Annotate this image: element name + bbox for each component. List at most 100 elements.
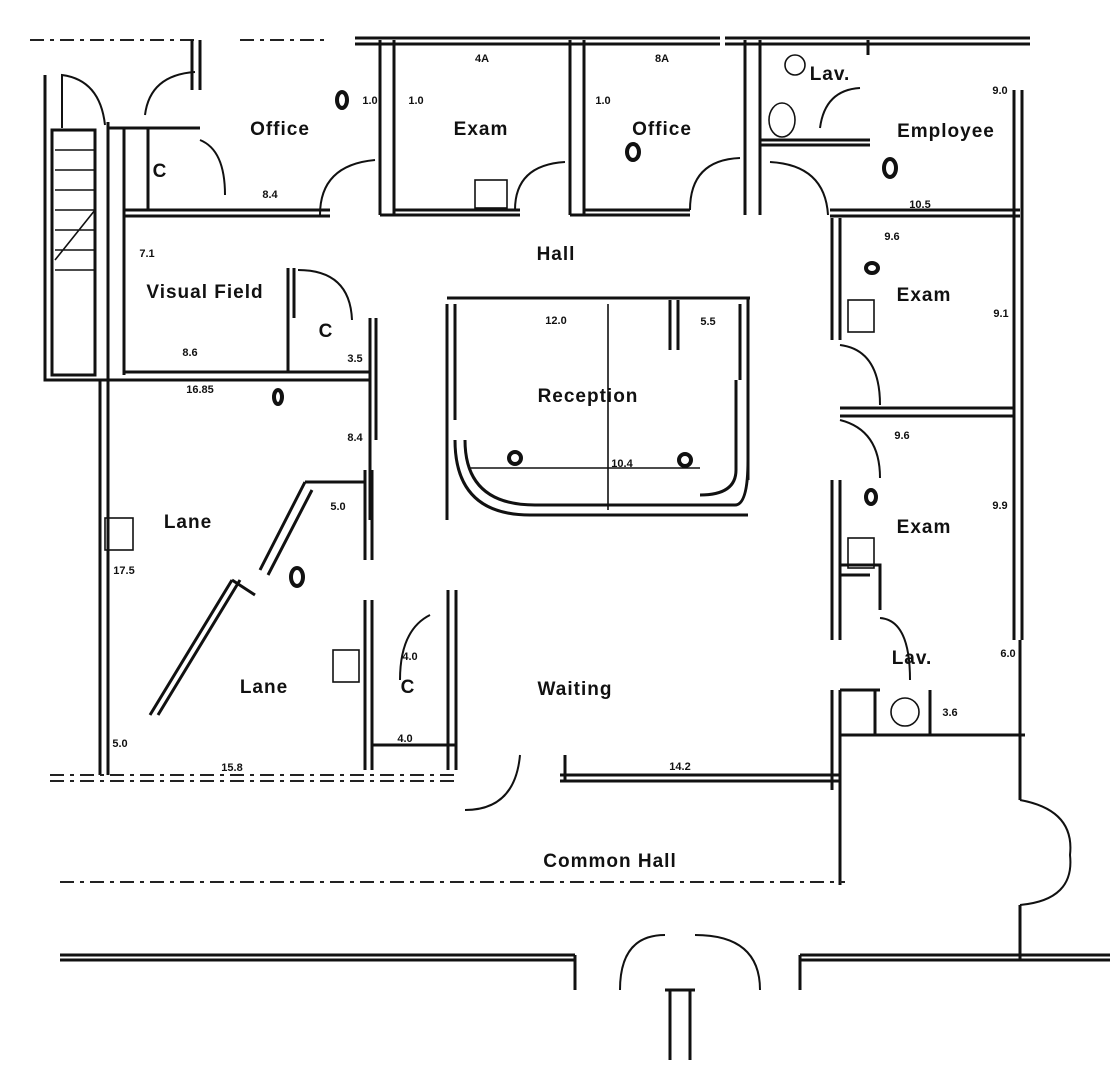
dim: 9.9 xyxy=(992,500,1007,512)
label-common-hall: Common Hall xyxy=(543,851,676,872)
door-swing-common-hall[interactable] xyxy=(1019,799,1072,906)
equipment-exam-top xyxy=(474,179,508,209)
door-swing-lav-lower[interactable] xyxy=(879,617,911,681)
dim: 14.2 xyxy=(669,761,690,773)
dim: 5.0 xyxy=(330,501,345,513)
label-lav-lower: Lav. xyxy=(892,648,933,669)
marker-employee xyxy=(882,157,898,179)
dim: 15.8 xyxy=(221,762,242,774)
equipment-lane-upper xyxy=(104,517,134,551)
corridor-lower-wall xyxy=(60,953,1110,990)
door-swing-closet-lower[interactable] xyxy=(399,614,431,681)
marker-office-right xyxy=(625,142,641,162)
exam-top-walls xyxy=(378,40,520,217)
dim: 10.4 xyxy=(611,458,633,470)
office-left-walls xyxy=(106,122,200,380)
dim: 1.0 xyxy=(408,95,423,107)
lav-lower-walls xyxy=(840,640,1025,745)
wall-stub-top xyxy=(190,40,202,90)
dim: 8.6 xyxy=(182,347,197,359)
lane-angled-wall xyxy=(148,578,256,716)
chair-reception-right xyxy=(677,452,693,468)
door-swing-entrance[interactable] xyxy=(619,934,761,991)
sink-top xyxy=(784,54,806,76)
marker-exam-upper xyxy=(864,261,880,275)
label-closet-mid: C xyxy=(319,321,334,342)
dim: 16.85 xyxy=(186,384,214,396)
dim: 1.0 xyxy=(362,95,377,107)
dim: 3.6 xyxy=(942,707,957,719)
label-office-right: Office xyxy=(632,119,692,140)
dim: 4.0 xyxy=(402,651,417,663)
equipment-exam-lower xyxy=(847,537,875,569)
marker-office xyxy=(335,90,349,110)
dim: 17.5 xyxy=(113,565,134,577)
door-swing-employee[interactable] xyxy=(769,161,829,216)
dim: 9.6 xyxy=(894,430,909,442)
dim: 3.5 xyxy=(347,353,362,365)
dim: 8.4 xyxy=(262,189,278,201)
equipment-lane-lower xyxy=(332,649,360,683)
label-exam-right-lower: Exam xyxy=(897,517,952,538)
entrance-mullion xyxy=(665,988,695,1060)
lane-left-wall xyxy=(98,380,110,775)
dim: 12.0 xyxy=(545,315,566,327)
equipment-exam-upper xyxy=(847,299,875,333)
door-swing-exam[interactable] xyxy=(514,161,566,211)
door-swing-lav[interactable] xyxy=(819,87,861,129)
door-swing-exam-upper[interactable] xyxy=(839,344,881,406)
label-hall: Hall xyxy=(537,244,576,265)
dim: 1.0 xyxy=(595,95,610,107)
reception-stub xyxy=(668,300,680,350)
reception-counter xyxy=(453,380,750,517)
office-right-walls xyxy=(568,40,690,217)
doors xyxy=(61,71,1072,991)
employee-right-walls xyxy=(830,90,1024,640)
door-swing-entry[interactable] xyxy=(144,71,196,116)
door-swing-stair[interactable] xyxy=(61,73,106,128)
chair-reception-left xyxy=(507,450,523,466)
marker-exam-lower xyxy=(864,488,878,506)
label-closet-left: C xyxy=(153,161,168,182)
door-swing-exam-lower[interactable] xyxy=(839,419,881,479)
label-lane-lower: Lane xyxy=(240,677,288,698)
label-office-left: Office xyxy=(250,119,310,140)
dimension-labels: 4A 8A 1.0 1.0 1.0 9.0 8.4 10.5 9.6 7.1 1… xyxy=(112,53,1015,774)
fixtures xyxy=(104,54,920,727)
dim: 10.5 xyxy=(909,199,930,211)
dim: 9.6 xyxy=(884,231,899,243)
dim: 4.0 xyxy=(397,733,412,745)
lane-bottom-wall xyxy=(50,774,460,782)
walls xyxy=(30,36,1110,1060)
lane-divider xyxy=(258,470,374,576)
closet-lower-walls xyxy=(363,590,458,770)
toilet-top xyxy=(768,102,796,138)
dim: 9.1 xyxy=(993,308,1008,320)
label-lav-top: Lav. xyxy=(810,64,851,85)
exam-lower-stub xyxy=(840,563,882,610)
label-employee: Employee xyxy=(897,121,995,142)
label-exam-right-upper: Exam xyxy=(897,285,952,306)
top-wall-right xyxy=(725,36,1030,46)
label-lane-upper: Lane xyxy=(164,512,212,533)
reception-partition xyxy=(470,304,700,510)
reception-walls xyxy=(445,296,750,520)
label-exam-top: Exam xyxy=(454,119,509,140)
top-wall-center xyxy=(355,36,720,46)
door-swing-closet[interactable] xyxy=(199,139,226,196)
office-hall-wall xyxy=(124,208,330,218)
room-labels: Office Exam Office Lav. Employee Hall Vi… xyxy=(146,64,995,872)
dim: 5.0 xyxy=(112,738,127,750)
dim: 5.5 xyxy=(700,316,715,328)
label-reception: Reception xyxy=(538,386,639,407)
door-swing-waiting[interactable] xyxy=(464,754,521,811)
dim: 8A xyxy=(655,53,669,65)
door-swing-office-right[interactable] xyxy=(689,157,741,211)
door-swing-office[interactable] xyxy=(319,159,376,216)
label-closet-lower: C xyxy=(401,677,416,698)
door-swing-closet-mid[interactable] xyxy=(297,269,353,321)
dim: 8.4 xyxy=(347,432,363,444)
stair-treads xyxy=(54,149,96,271)
stair-block xyxy=(43,75,120,382)
